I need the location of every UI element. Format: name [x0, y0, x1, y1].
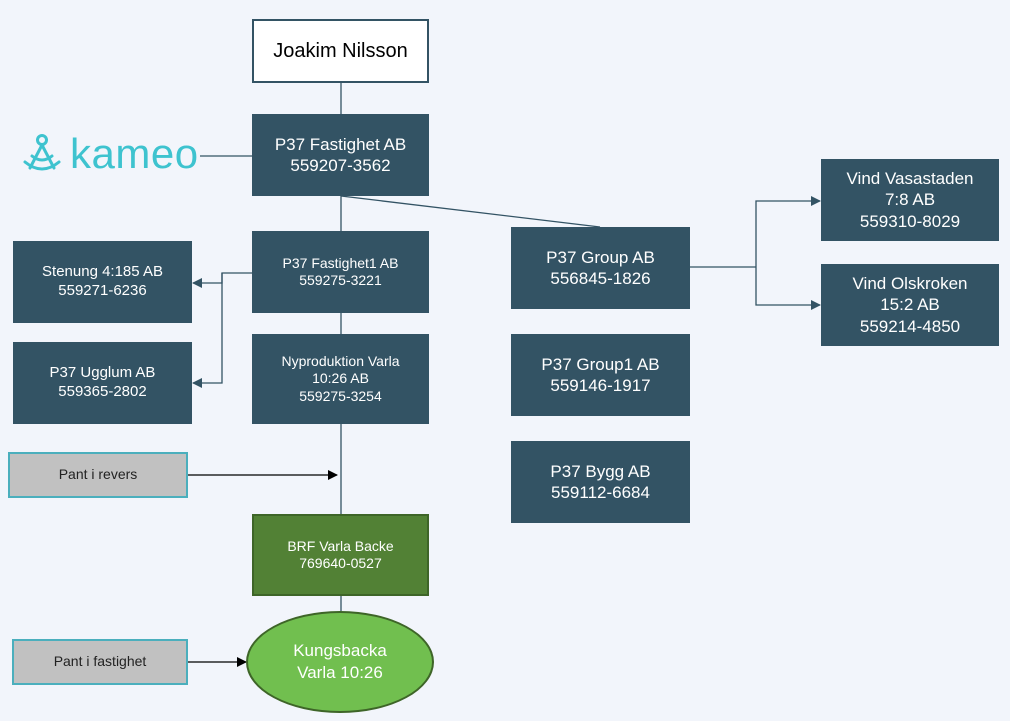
entity-name: Stenung 4:185 AB — [42, 263, 163, 281]
entity-name-line2: 7:8 AB — [884, 190, 936, 210]
entity-name: P37 Ugglum AB — [49, 364, 156, 382]
entity-p37-group1: P37 Group1 AB 559146-1917 — [511, 334, 690, 416]
edge-to-olskroken — [755, 267, 821, 310]
entity-stenung: Stenung 4:185 AB 559271-6236 — [13, 241, 192, 323]
owner-name: Joakim Nilsson — [273, 39, 408, 62]
entity-p37-fastighet1: P37 Fastighet1 AB 559275-3221 — [252, 231, 429, 313]
entity-org-number: 559275-3221 — [299, 272, 382, 288]
entity-brf-varla-backe: BRF Varla Backe 769640-0527 — [252, 514, 429, 596]
entity-nyproduktion-varla: Nyproduktion Varla 10:26 AB 559275-3254 — [252, 334, 429, 424]
entity-name-line1: Vind Olskroken — [852, 274, 968, 294]
entity-name-line2: 15:2 AB — [880, 295, 940, 315]
entity-org-number: 559275-3254 — [299, 387, 382, 404]
entity-org-number: 559112-6684 — [551, 483, 650, 502]
edge-to-ugglum — [192, 273, 223, 388]
entity-p37-group: P37 Group AB 556845-1826 — [511, 227, 690, 309]
kameo-wordmark: kameo — [70, 130, 199, 177]
entity-vind-vasastaden: Vind Vasastaden 7:8 AB 559310-8029 — [821, 159, 999, 241]
entity-name: P37 Group1 AB — [541, 354, 660, 374]
entity-org-number: 559207-3562 — [290, 156, 391, 175]
entity-name-line2: 10:26 AB — [312, 370, 369, 387]
entity-p37-fastighet: P37 Fastighet AB 559207-3562 — [252, 114, 429, 196]
entity-p37-bygg: P37 Bygg AB 559112-6684 — [511, 441, 690, 523]
entity-name-line1: Vind Vasastaden — [846, 169, 974, 189]
entity-org-number: 559146-1917 — [550, 376, 651, 395]
pledge-pant-i-revers: Pant i revers — [8, 452, 188, 498]
entity-org-number: 559310-8029 — [859, 211, 961, 231]
owner-box: Joakim Nilsson — [252, 19, 429, 83]
property-line1: Kungsbacka — [293, 640, 387, 660]
entity-p37-ugglum: P37 Ugglum AB 559365-2802 — [13, 342, 192, 424]
entity-name-line1: Nyproduktion Varla — [281, 352, 400, 369]
pledge-label: Pant i revers — [58, 466, 138, 483]
entity-vind-olskroken: Vind Olskroken 15:2 AB 559214-4850 — [821, 264, 999, 346]
entity-name: BRF Varla Backe — [287, 537, 394, 554]
entity-org-number: 556845-1826 — [550, 269, 651, 288]
entity-org-number: 559271-6236 — [58, 282, 147, 299]
entity-name: P37 Group AB — [546, 247, 655, 267]
entity-org-number: 559214-4850 — [859, 316, 961, 336]
entity-org-number: 559365-2802 — [58, 383, 147, 400]
kameo-logo: kameo — [20, 132, 199, 176]
pledge-label: Pant i fastighet — [53, 653, 147, 670]
pledge-pant-i-fastighet: Pant i fastighet — [12, 639, 188, 685]
property-line2: Varla 10:26 — [297, 663, 383, 682]
property-kungsbacka-varla: Kungsbacka Varla 10:26 — [246, 611, 434, 713]
entity-name: P37 Fastighet1 AB — [282, 254, 399, 271]
edge-to-vasastaden — [755, 196, 821, 267]
entity-name: P37 Fastighet AB — [274, 134, 407, 154]
entity-org-number: 769640-0527 — [299, 555, 382, 571]
entity-name: P37 Bygg AB — [550, 461, 651, 481]
kameo-logo-icon — [23, 134, 61, 171]
edge-fastighet-to-group — [340, 195, 601, 228]
